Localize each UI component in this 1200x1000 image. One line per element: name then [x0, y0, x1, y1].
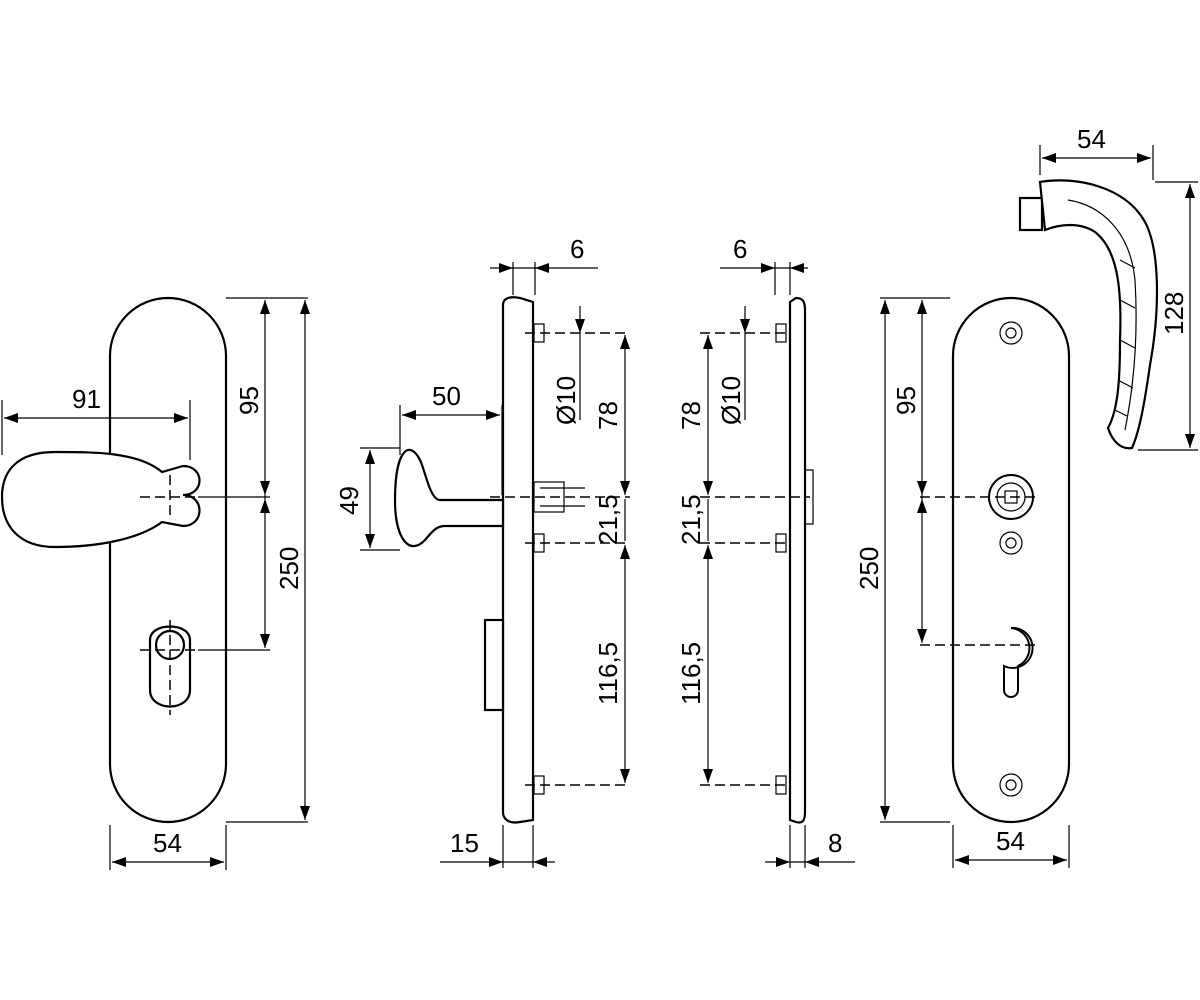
- screw-bottom-icon: [999, 773, 1023, 797]
- lever-handle-view: 54 128: [1018, 124, 1198, 451]
- lever-rose: [1018, 196, 1044, 232]
- dim-lower-screw-right: 116,5: [676, 642, 706, 705]
- knob-outline: [0, 450, 201, 549]
- dim-lever-width: 54: [1077, 124, 1106, 154]
- dim-back-plate-length: 250: [854, 547, 884, 590]
- front-escutcheon-plate: [108, 296, 228, 824]
- side-view-knob: 6 Ø10 78 21,5 116,5 50 49 15: [334, 234, 630, 868]
- dim-knob-height: 49: [334, 486, 364, 515]
- dim-plate-width: 54: [153, 828, 182, 858]
- dim-spindle-offset-left: 6: [570, 234, 584, 264]
- dim-back-plate-width: 54: [996, 826, 1025, 856]
- front-plate-knob-view: 91 95 250 54: [0, 296, 310, 870]
- back-side-plate-profile: [788, 296, 807, 824]
- dim-back-handle-to-cylinder: 95: [891, 386, 921, 415]
- dim-upper-screw-right: 78: [676, 401, 706, 430]
- dim-upper-screw-left: 78: [593, 401, 623, 430]
- side-plate-profile: [501, 296, 535, 824]
- dim-plate-thickness-right: 8: [828, 828, 842, 858]
- screw-middle-icon: [999, 531, 1023, 555]
- dim-handle-to-cylinder: 95: [234, 386, 264, 415]
- dim-screw-diameter-right: Ø10: [716, 376, 746, 425]
- back-escutcheon-plate: [951, 296, 1071, 824]
- back-plate-view: 250 95 54: [854, 296, 1071, 868]
- dim-handle-projection: 91: [72, 384, 101, 414]
- screw-top-icon: [999, 321, 1023, 345]
- side-view-back: 6 Ø10 78 21,5 116,5 8: [676, 234, 855, 868]
- dim-knob-projection: 50: [432, 381, 461, 411]
- dim-plate-length: 250: [274, 547, 304, 590]
- dim-center-offset-left: 21,5: [593, 494, 623, 545]
- dim-screw-diameter-left: Ø10: [551, 376, 581, 425]
- dim-lower-screw-left: 116,5: [593, 642, 623, 705]
- dim-lever-height: 128: [1159, 292, 1189, 335]
- dim-plate-thickness-left: 15: [450, 828, 479, 858]
- dim-center-offset-right: 21,5: [676, 494, 706, 545]
- dim-spindle-offset-right: 6: [733, 234, 747, 264]
- lock-tongue: [483, 618, 505, 712]
- knob-side-profile: [393, 448, 505, 548]
